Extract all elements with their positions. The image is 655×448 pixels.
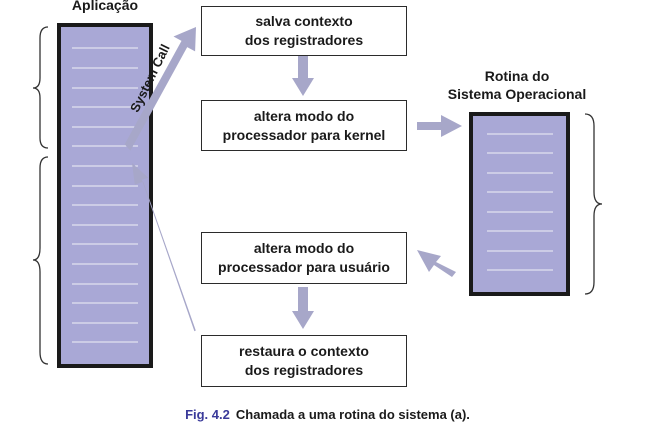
figure-caption: Fig. 4.2 Chamada a uma rotina do sistema … [0,407,655,422]
application-label: Aplicação [71,0,139,13]
brace-lower [32,156,49,365]
os-routine-label: Rotina do Sistema Operacional [447,68,587,102]
to-os-arrow [417,115,462,137]
os-routine-block [469,112,570,296]
step-save-context: salva contexto dos registradores [201,6,407,56]
step-restore-context: restaura o contexto dos registradores [201,335,407,387]
from-os-arrow [417,250,456,277]
figure-number: Fig. 4.2 [185,407,230,422]
step-kernel-mode: altera modo do processador para kernel [201,100,407,151]
figure-caption-text: Chamada a uma rotina do sistema (a). [235,407,470,422]
brace-right [584,113,603,295]
os-routine-lines [487,133,553,271]
application-memory-block [57,23,153,368]
down-arrow-1 [292,55,314,96]
step-user-mode: altera modo do processador para usuário [201,232,407,284]
brace-upper [32,26,49,149]
down-arrow-2 [292,287,314,329]
return-arrow [132,163,196,332]
system-call-arrow [124,27,196,151]
